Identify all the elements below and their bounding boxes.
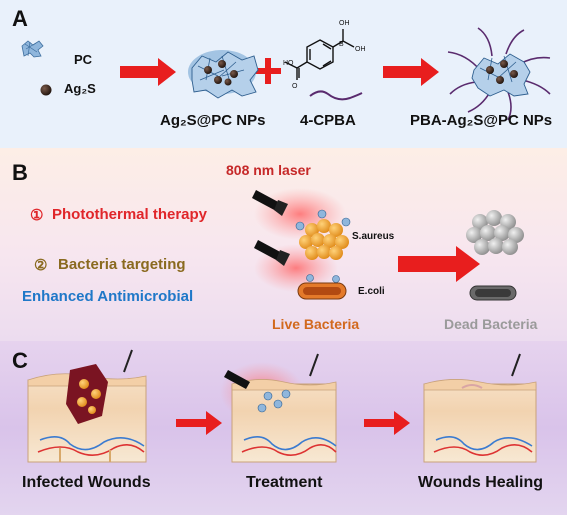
arrow-a1 (120, 58, 176, 86)
laser-label: 808 nm laser (226, 162, 311, 178)
oh-side-text: OH (355, 46, 366, 53)
cpba-molecule-icon (284, 29, 355, 80)
pba-nanoparticle-icon (447, 27, 551, 121)
panel-c-letter: C (12, 348, 28, 373)
pc-cluster-icon (21, 40, 44, 58)
item1-label: Photothermal therapy (52, 206, 208, 223)
dead-e-coli-icon (469, 285, 517, 301)
panel-a (0, 0, 567, 148)
arrow-c2 (364, 411, 410, 435)
step3-label: Wounds Healing (418, 474, 544, 491)
panel-a-letter: A (12, 6, 28, 31)
panel-b-letter: B (12, 160, 28, 185)
reagent-label: 4-CPBA (300, 112, 356, 129)
item3-label: Enhanced Antimicrobial (22, 288, 194, 305)
ag2s-pc-nanoparticle-icon (188, 50, 259, 99)
e-coli-rod-icon (297, 274, 347, 300)
cpba-chain-icon (309, 90, 363, 101)
oh-top-text: OH (339, 20, 350, 27)
live-bacteria-label: Live Bacteria (272, 316, 360, 332)
arrow-a2 (383, 58, 439, 86)
item2-number: ② (34, 257, 48, 274)
plus-icon (255, 58, 281, 84)
ag2s-dot-icon (40, 84, 52, 96)
arrow-b (398, 246, 480, 282)
dead-s-aureus-icon (466, 210, 524, 255)
treatment-skin-icon (220, 353, 337, 463)
step1-label: Infected Wounds (22, 474, 151, 491)
step2-label: Treatment (246, 474, 323, 491)
panel-b (0, 148, 567, 341)
e-coli-label: E.coli (358, 286, 385, 297)
ho-text: HO (283, 60, 294, 67)
boron-text: B (339, 41, 344, 48)
dead-bacteria-label: Dead Bacteria (444, 316, 538, 332)
item2-label: Bacteria targeting (58, 256, 186, 273)
item1-number: ① (30, 207, 44, 224)
o-text: O (292, 83, 298, 90)
product1-label: Ag₂S@PC NPs (160, 112, 266, 129)
healed-skin-icon (423, 353, 537, 463)
s-aureus-label: S.aureus (352, 231, 395, 242)
arrow-c1 (176, 411, 222, 435)
pc-label: PC (74, 52, 93, 67)
product2-label: PBA-Ag₂S@PC NPs (410, 112, 553, 129)
s-aureus-cluster-icon (295, 209, 351, 260)
ag2s-label: Ag₂S (64, 81, 96, 96)
infected-skin-icon (27, 349, 147, 463)
